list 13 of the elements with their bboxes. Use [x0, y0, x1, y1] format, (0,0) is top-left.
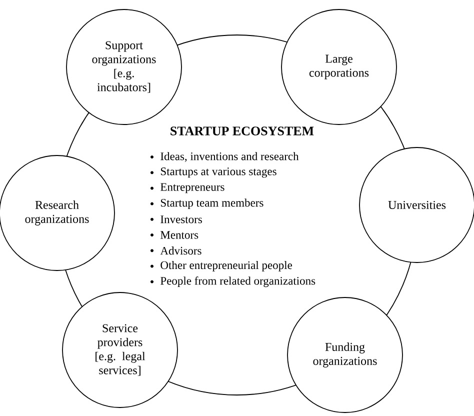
- list-item: Startup team members: [160, 198, 264, 209]
- list-item: Advisors: [160, 246, 202, 255]
- list-item: Entrepreneurs: [160, 183, 224, 194]
- list-item: Ideas, inventions and research: [160, 152, 299, 162]
- list-item: People from related organizations: [160, 276, 316, 288]
- node-label: Universities: [388, 200, 446, 210]
- list-item: Other entrepreneurial people: [160, 260, 292, 272]
- node-label: Funding organizations: [313, 342, 377, 368]
- node-label: Service providers [e.g. legal services]: [96, 324, 146, 376]
- heading: STARTUP ECOSYSTEM: [170, 126, 314, 136]
- list-item: Mentors: [160, 231, 198, 239]
- list-item: Startups at various stages: [160, 168, 276, 178]
- list-item: Investors: [160, 216, 202, 224]
